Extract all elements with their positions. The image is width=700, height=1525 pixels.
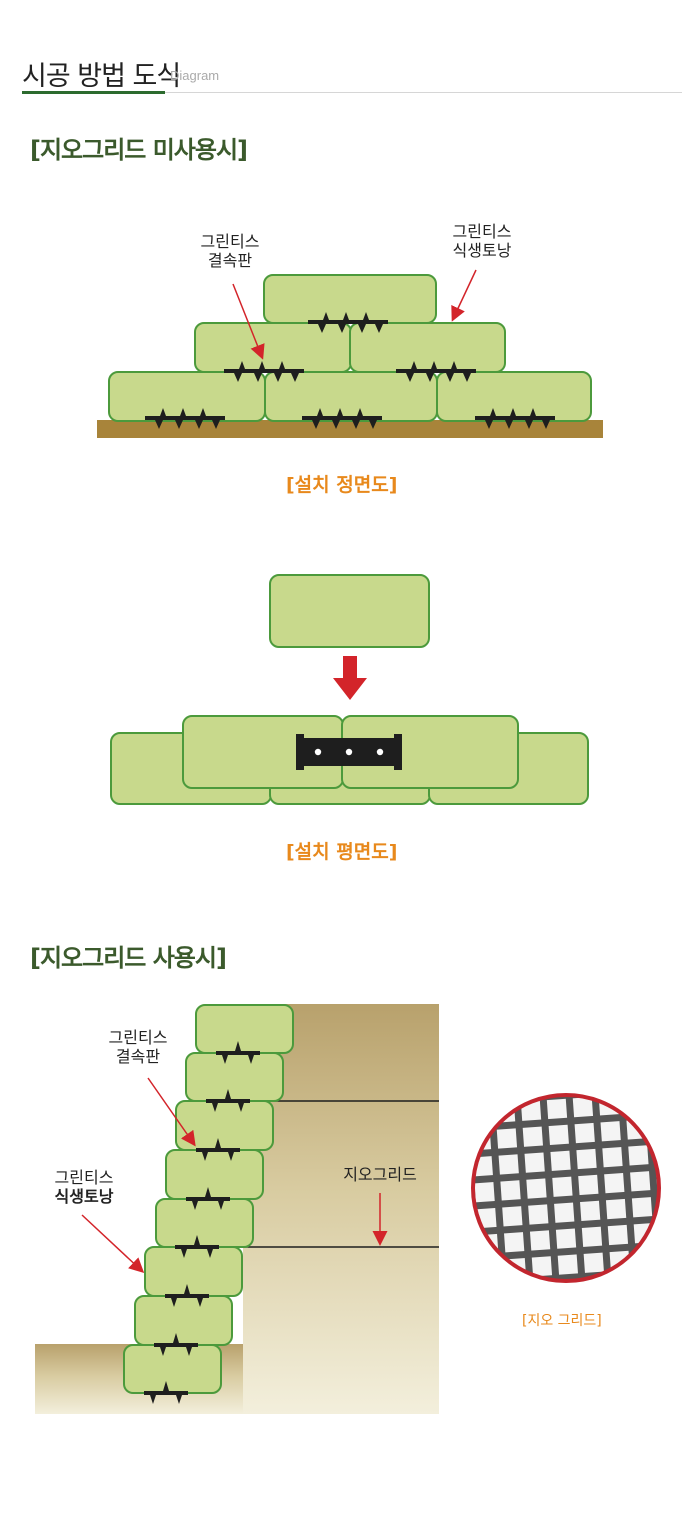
label-wall-plate-line2: 결속판: [115, 1047, 161, 1066]
label-bag-line1: 그린티스: [452, 222, 512, 241]
bag-bottom-2: [264, 371, 438, 422]
caption-geogrid: [지오 그리드]: [522, 1313, 602, 1329]
wall-bag-5: [155, 1198, 254, 1248]
plate-front-3: [475, 408, 555, 429]
plate-front-6: [308, 312, 388, 333]
caption-plan-view: [설치 평면도]: [286, 841, 398, 863]
ground-bar: [97, 420, 603, 438]
wall-bag-1: [195, 1004, 294, 1054]
label-plate-line1: 그린티스: [200, 232, 260, 251]
label-wall-bag-line1: 그린티스: [54, 1168, 114, 1187]
wall-bag-8: [123, 1344, 222, 1394]
label-geogrid: 지오그리드: [343, 1165, 417, 1184]
geogrid-inset: [471, 1093, 661, 1283]
label-plate: 그린티스 결속판: [188, 232, 272, 270]
label-bag-line2: 식생토낭: [452, 241, 512, 260]
bag-middle-2: [349, 322, 506, 373]
label-wall-bag: 그린티스 식생토낭: [42, 1168, 126, 1206]
wall-plates: [144, 1041, 260, 1404]
label-wall-plate-line1: 그린티스: [108, 1028, 168, 1047]
plate-front-4: [224, 361, 304, 382]
wall-bag-3: [175, 1100, 274, 1151]
page-title: 시공 방법 도식: [22, 61, 181, 92]
plate-front-5: [396, 361, 476, 382]
header-accent-bar: [22, 91, 165, 94]
bag-top: [263, 274, 437, 324]
wall-bag-6: [144, 1246, 243, 1297]
plate-front-1: [145, 408, 225, 429]
plan-plate: [296, 734, 402, 770]
label-wall-plate: 그린티스 결속판: [96, 1028, 180, 1066]
section-title-without-geogrid: [지오그리드 미사용시]: [30, 136, 248, 164]
label-wall-bag-line2: 식생토낭: [54, 1187, 114, 1206]
leader-arrow-bag: [451, 269, 477, 322]
section-title-with-geogrid: [지오그리드 사용시]: [30, 944, 227, 972]
leader-arrow-plate: [232, 283, 265, 360]
label-plate-line2: 결속판: [207, 251, 253, 270]
bag-middle-1: [194, 322, 352, 373]
bag-bottom-3: [436, 371, 592, 422]
leader-arrow-wall-bag: [81, 1214, 145, 1274]
wall-bag-2: [185, 1052, 284, 1102]
header-divider: [22, 92, 682, 93]
leader-arrow-wall-plate: [147, 1077, 196, 1147]
wall-bag-4: [165, 1149, 264, 1200]
plate-front-2: [302, 408, 382, 429]
wall-bag-7: [134, 1295, 233, 1346]
bag-bottom-1: [108, 371, 266, 422]
plan-bag-single: [269, 574, 430, 648]
page-subtitle: Diagram: [170, 68, 220, 83]
label-bag: 그린티스 식생토낭: [440, 222, 524, 260]
caption-front-view: [설치 정면도]: [286, 474, 398, 496]
plan-down-arrow: [333, 656, 367, 700]
